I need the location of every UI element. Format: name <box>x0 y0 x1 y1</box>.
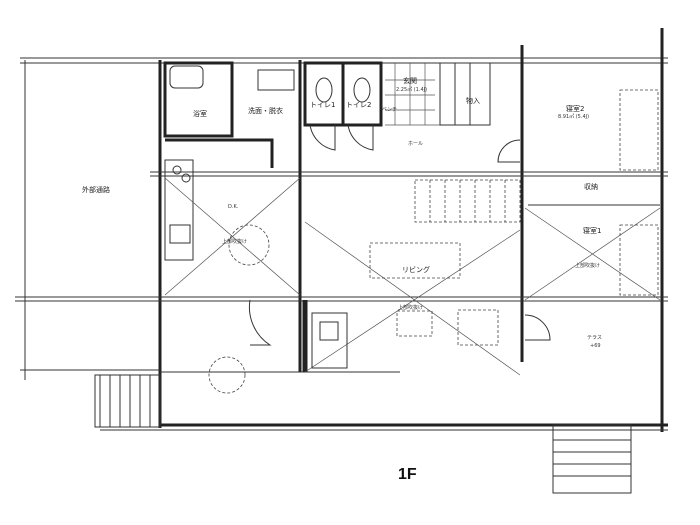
label-living: リビング <box>402 265 430 274</box>
label-bench: ベンチ <box>382 107 397 113</box>
room-labels: 外部通路 浴室 洗面・脱衣 トイレ1 トイレ2 玄関 2.25㎡ (1.4J) … <box>82 76 602 349</box>
floor-label: 1F <box>398 466 417 483</box>
label-void-dk: 上部吹抜け <box>222 238 247 245</box>
label-outdoor-passage: 外部通路 <box>82 185 110 194</box>
label-void-bedroom: 上部吹抜け <box>575 262 600 269</box>
walls <box>15 28 668 494</box>
label-closet: 収納 <box>584 182 598 191</box>
label-hall: ホール <box>408 141 423 147</box>
label-dk: D.K. <box>228 204 239 210</box>
label-bedroom2: 寝室2 <box>566 104 584 113</box>
label-entrance: 玄関 <box>403 76 417 85</box>
label-terrace-level: +69 <box>590 343 601 349</box>
label-washroom: 洗面・脱衣 <box>248 106 283 115</box>
label-toilet2: トイレ2 <box>346 101 371 109</box>
label-bedroom1: 寝室1 <box>583 226 601 235</box>
label-terrace: テラス <box>587 335 602 341</box>
label-entrance-area: 2.25㎡ (1.4J) <box>396 86 427 93</box>
label-bath: 浴室 <box>193 109 207 118</box>
label-bedroom2-area: 8.91㎡ (5.4J) <box>558 113 589 120</box>
label-void-living: 上部吹抜け <box>398 304 423 311</box>
label-storage: 物入 <box>466 96 480 105</box>
label-toilet1: トイレ1 <box>310 101 335 109</box>
